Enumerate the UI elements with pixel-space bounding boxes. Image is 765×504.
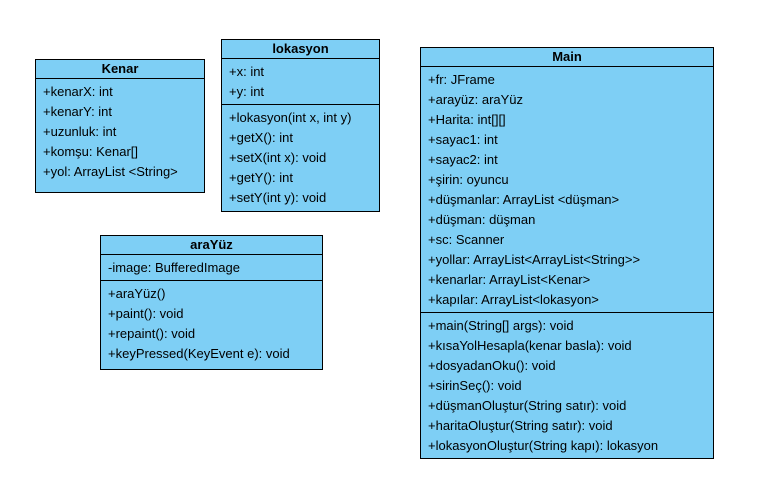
attribute: +arayüz: araYüz (428, 92, 524, 107)
attribute: +kapılar: ArrayList<lokasyon> (428, 292, 599, 307)
class-arayuz-title: araYüz (101, 236, 322, 255)
attribute: +y: int (229, 84, 265, 99)
attribute: +fr: JFrame (428, 72, 495, 87)
method: +getX(): int (229, 130, 293, 145)
method: +main(String[] args): void (428, 318, 574, 333)
attribute: +yol: ArrayList <String> (43, 164, 178, 179)
attribute: +şirin: oyuncu (428, 172, 509, 187)
attribute: +sayac1: int (428, 132, 498, 147)
method: +repaint(): void (108, 326, 196, 341)
class-kenar: Kenar +kenarX: int +kenarY: int +uzunluk… (35, 59, 205, 193)
class-main-title: Main (421, 48, 713, 67)
attribute: +Harita: int[][] (428, 112, 506, 127)
attribute: +sc: Scanner (428, 232, 505, 247)
method: +düşmanOluştur(String satır): void (428, 398, 627, 413)
class-lokasyon-attributes: +x: int +y: int (222, 59, 379, 104)
class-arayuz-methods: +araYüz() +paint(): void +repaint(): voi… (101, 280, 322, 366)
attribute: +kenarX: int (43, 84, 113, 99)
class-arayuz: araYüz -image: BufferedImage +araYüz() +… (100, 235, 323, 370)
method: +getY(): int (229, 170, 293, 185)
method: +sirinSeç(): void (428, 378, 522, 393)
attribute: +düşmanlar: ArrayList <düşman> (428, 192, 620, 207)
class-arayuz-attributes: -image: BufferedImage (101, 255, 322, 280)
method: +lokasyonOluştur(String kapı): lokasyon (428, 438, 659, 453)
class-kenar-attributes: +kenarX: int +kenarY: int +uzunluk: int … (36, 79, 204, 184)
attribute: -image: BufferedImage (108, 260, 240, 275)
method: +haritaOluştur(String satır): void (428, 418, 613, 433)
method: +paint(): void (108, 306, 184, 321)
attribute: +x: int (229, 64, 265, 79)
method: +dosyadanOku(): void (428, 358, 556, 373)
attribute: +komşu: Kenar[] (43, 144, 139, 159)
class-main-methods: +main(String[] args): void +kısaYolHesap… (421, 312, 713, 458)
class-main: Main +fr: JFrame +arayüz: araYüz +Harita… (420, 47, 714, 459)
attribute: +sayac2: int (428, 152, 498, 167)
class-lokasyon-title: lokasyon (222, 40, 379, 59)
method: +setX(int x): void (229, 150, 327, 165)
attribute: +kenarlar: ArrayList<Kenar> (428, 272, 591, 287)
attribute: +uzunluk: int (43, 124, 117, 139)
method: +kısaYolHesapla(kenar basla): void (428, 338, 632, 353)
class-main-attributes: +fr: JFrame +arayüz: araYüz +Harita: int… (421, 67, 713, 312)
class-lokasyon: lokasyon +x: int +y: int +lokasyon(int x… (221, 39, 380, 212)
class-lokasyon-methods: +lokasyon(int x, int y) +getX(): int +se… (222, 104, 379, 210)
attribute: +kenarY: int (43, 104, 113, 119)
class-kenar-title: Kenar (36, 60, 204, 79)
attribute: +yollar: ArrayList<ArrayList<String>> (428, 252, 641, 267)
method: +setY(int y): void (229, 190, 327, 205)
method: +lokasyon(int x, int y) (229, 110, 352, 125)
method: +keyPressed(KeyEvent e): void (108, 346, 290, 361)
method: +araYüz() (108, 286, 166, 301)
attribute: +düşman: düşman (428, 212, 536, 227)
